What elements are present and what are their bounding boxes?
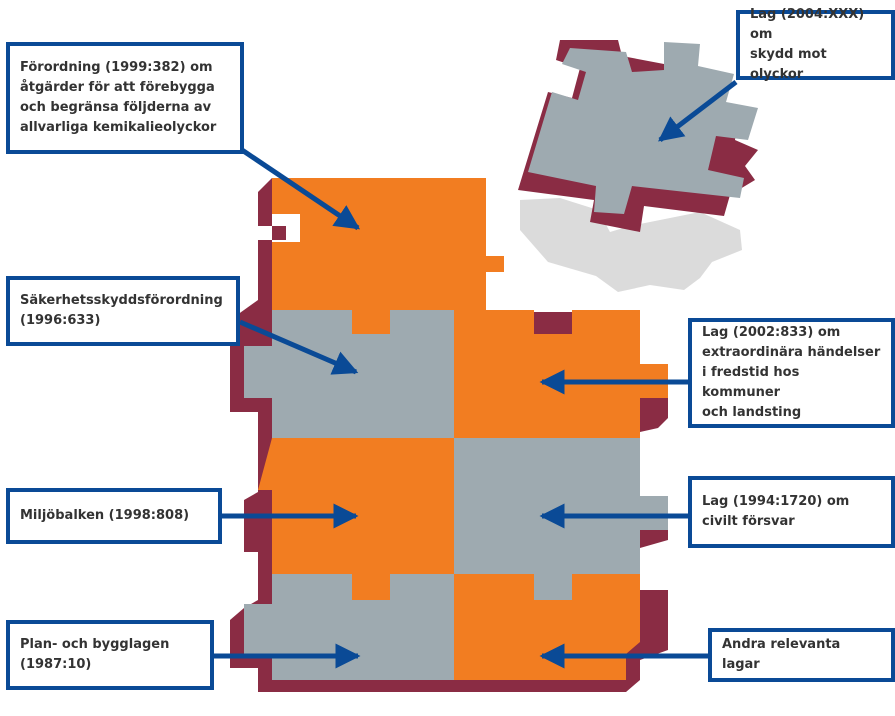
arrow-forordning-1999 (240, 147, 361, 231)
piece-row2-gray (244, 310, 454, 438)
arrow-sakerhetsskydd (239, 319, 359, 375)
label-forordning-1999-text: Förordning (1999:382) om åtgärder för at… (20, 60, 217, 135)
label-lag-1994: Lag (1994:1720) om civilt försvar (688, 476, 895, 548)
floating-piece-shadow (520, 198, 742, 292)
label-lag-2004: Lag (2004:XXX) om skydd mot olyckor (736, 7, 895, 82)
label-forordning-1999: Förordning (1999:382) om åtgärder för at… (6, 42, 244, 154)
label-plan-bygg: Plan- och bygglagen (1987:10) (6, 620, 214, 690)
label-lag-1994-text: Lag (1994:1720) om civilt försvar (702, 494, 850, 529)
piece-top-orange (272, 178, 504, 334)
label-andra-text: Andra relevanta lagar (722, 637, 841, 672)
floating-piece-face (528, 42, 758, 214)
piece-row4-gray (244, 574, 454, 680)
label-sakerhetsskydd: Säkerhetsskyddsförordning (1996:633) (6, 276, 240, 346)
label-miljobalken-text: Miljöbalken (1998:808) (20, 508, 190, 523)
label-sakerhetsskydd-text: Säkerhetsskyddsförordning (1996:633) (20, 293, 223, 328)
label-miljobalken: Miljöbalken (1998:808) (6, 488, 222, 544)
label-andra: Andra relevanta lagar (708, 628, 895, 682)
label-lag-2004-text: Lag (2004:XXX) om skydd mot olyckor (750, 7, 865, 82)
label-plan-bygg-text: Plan- och bygglagen (1987:10) (20, 637, 170, 672)
label-lag-2002: Lag (2002:833) om extraordinära händelse… (688, 318, 895, 428)
arrow-lag-2004 (658, 80, 738, 142)
label-lag-2002-text: Lag (2002:833) om extraordinära händelse… (702, 325, 881, 420)
